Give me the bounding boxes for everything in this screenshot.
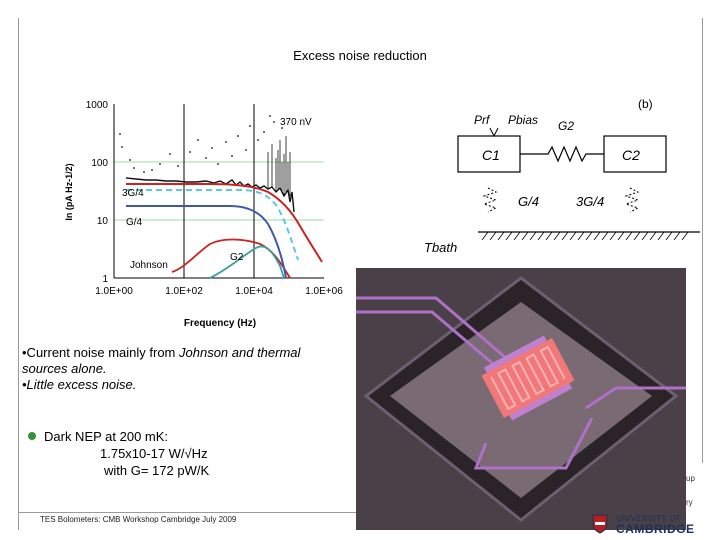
meander-pattern (490, 345, 566, 411)
nep-conductance: with G= 172 pW/K (104, 463, 210, 478)
bullet-current-noise-cont: sources alone. (22, 361, 107, 376)
xtick-1e4: 1.0E+04 (235, 286, 273, 297)
xtick-1e0: 1.0E+00 (95, 286, 133, 297)
annotation-370nv: 370 nV (280, 117, 312, 128)
nep-line-1: Dark NEP at 200 mK: (28, 428, 358, 445)
g2-label: G2 (558, 119, 574, 133)
measured-noise-data (125, 177, 295, 213)
ytick-100: 100 (91, 158, 108, 169)
nep-block: Dark NEP at 200 mK: 1.75x10-17 W/√Hz wit… (28, 428, 358, 479)
xtick-1e6: 1.0E+06 (305, 286, 343, 297)
nep-value: 1.75x10-17 W/√Hz (100, 446, 208, 461)
annotation-3g4: 3G/4 (122, 188, 144, 199)
c2-box (603, 135, 667, 173)
group-text-1: up (686, 474, 695, 483)
total-noise-curve (126, 183, 323, 263)
power-arrow (489, 127, 499, 138)
tbath-label: Tbath (424, 240, 457, 255)
device-micrograph (356, 268, 686, 530)
slide-title: Excess noise reduction (293, 48, 427, 63)
slide-frame-bottom (18, 512, 578, 513)
bullet-little-excess: •Little excess noise. (22, 377, 137, 392)
g-three-quarter-label: 3G/4 (576, 194, 604, 209)
annotation-g2: G2 (230, 252, 244, 263)
g4-blue-curve (126, 205, 287, 279)
c2-label: C2 (622, 147, 640, 163)
bullet-dot-icon (28, 432, 36, 440)
johnson-curve (171, 238, 291, 279)
scatter-dots (119, 115, 283, 173)
g4-resistor (482, 187, 498, 213)
bullet-text-plain: •Current noise mainly from (22, 345, 179, 360)
annotation-g4: G/4 (126, 217, 143, 228)
thermal-circuit-diagram: (b) Prf Pbias G2 C1 C2 G/4 3G/4 Tbath (424, 97, 700, 255)
lead-trace-right (585, 386, 686, 410)
slide-footer: TES Bolometers: CMB Workshop Cambridge J… (40, 515, 237, 524)
pbias-label: Pbias (508, 113, 538, 127)
university-logo: UNIVERSITY OF CAMBRIDGE (592, 514, 702, 536)
university-line-1: UNIVERSITY OF (616, 514, 682, 523)
bullet-current-noise: •Current noise mainly from Johnson and t… (22, 345, 362, 361)
bullet-text-italic: Johnson and thermal (179, 345, 301, 360)
g-quarter-label: G/4 (518, 194, 539, 209)
panel-label: (b) (638, 97, 653, 111)
prf-label: Prf (474, 113, 491, 127)
slide-frame-right (702, 18, 703, 463)
noise-spectrum-plot: 1000 100 10 1 1.0E+00 1.0E+02 1.0E+04 1.… (64, 100, 343, 329)
group-text-2: ry (686, 498, 693, 507)
slide-frame-left (18, 18, 19, 530)
crest-icon (592, 514, 608, 534)
g2-resistor (520, 145, 604, 163)
lead-trace-top-left-2 (356, 310, 499, 370)
g34-dashed-curve (126, 189, 299, 261)
findings-text: •Current noise mainly from Johnson and t… (22, 345, 362, 393)
annotation-johnson: Johnson (130, 260, 168, 271)
measured-noise-spikes (267, 136, 291, 196)
bath-hatching (481, 231, 689, 241)
nep-heading: Dark NEP at 200 mK: (44, 429, 169, 444)
c1-label: C1 (482, 147, 500, 163)
lead-trace-bottom (473, 417, 594, 470)
ytick-10: 10 (97, 216, 109, 227)
lead-trace-top-left (356, 296, 507, 360)
g2-teal-curve (209, 245, 285, 279)
xtick-1e2: 1.0E+02 (165, 286, 203, 297)
university-line-2: CAMBRIDGE (616, 522, 695, 536)
ytick-1000: 1000 (86, 100, 109, 111)
ytick-1: 1 (102, 274, 108, 285)
y-axis-label: In (pA Hz-1/2) (64, 163, 74, 220)
g34-resistor (624, 187, 640, 213)
x-axis-label: Frequency (Hz) (184, 318, 256, 329)
